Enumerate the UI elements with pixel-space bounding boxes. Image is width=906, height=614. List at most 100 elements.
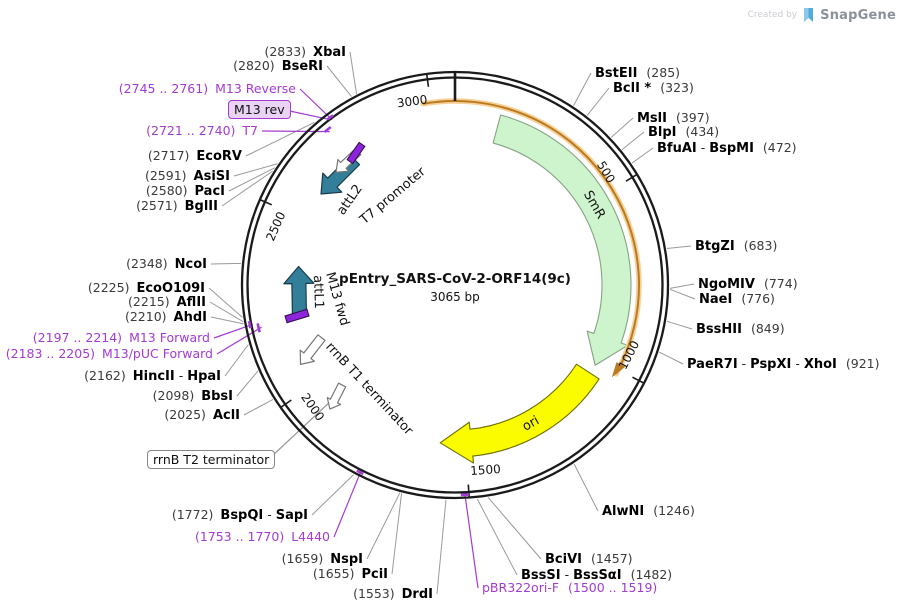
callout-line-BfuAI-BspMI [631, 147, 654, 164]
tick-label-2000: 2000 [298, 391, 327, 424]
restriction-site-label-AflII[interactable]: (2215)AflII [128, 294, 206, 310]
restriction-site-label-BclI-[interactable]: BclI *(323) [613, 80, 694, 96]
m13-fwd-bar[interactable] [284, 308, 310, 324]
callout-line-EcoRV [245, 121, 315, 157]
primer-site-tick-4[interactable] [356, 469, 364, 476]
rrnb-t1-terminator-arrow[interactable] [293, 332, 328, 370]
primer-site-tick-0[interactable] [326, 114, 334, 121]
restriction-site-label-NgoMIV[interactable]: NgoMIV(774) [698, 276, 798, 292]
restriction-site-label-PciI[interactable]: (1655)PciI [312, 566, 388, 582]
attL1-arrow[interactable] [283, 265, 315, 315]
primer-label-L4440[interactable]: (1753 .. 1770)L4440 [194, 529, 330, 544]
restriction-site-label-PacI[interactable]: (2580)PacI [145, 183, 225, 199]
tick-label-1500: 1500 [470, 462, 501, 478]
callout-line-BssSI-BssS-I [476, 498, 518, 576]
restriction-site-label-EcoRV[interactable]: (2717)EcoRV [147, 148, 242, 164]
tick-500 [625, 174, 637, 182]
callout-line-AclI [243, 398, 274, 416]
boxed-label-m13-rev[interactable]: M13 rev [228, 100, 291, 119]
callout-line-AflII [209, 301, 244, 323]
restriction-site-label-BtgZI[interactable]: BtgZI(683) [695, 238, 778, 254]
restriction-site-label-BglII[interactable]: (2571)BglII [136, 198, 218, 214]
plasmid-title-block: pEntry_SARS-CoV-2-ORF14(9c) 3065 bp [255, 271, 655, 304]
restriction-site-label-NcoI[interactable]: (2348)NcoI [126, 256, 207, 272]
callout-line-PacI [228, 167, 275, 192]
callout-line-NaeI [669, 288, 696, 300]
restriction-site-label-DrdI[interactable]: (1553)DrdI [353, 586, 433, 602]
primer-label-M13-Forward[interactable]: (2197 .. 2214)M13 Forward [32, 330, 210, 345]
snapgene-wordmark: SnapGene [820, 7, 896, 23]
primer-label-M13-Reverse[interactable]: (2745 .. 2761)M13 Reverse [118, 81, 296, 96]
tick-2500 [260, 199, 273, 206]
callout-line-DrdI [436, 499, 447, 595]
feature-label-T7-promoter: T7 promoter [357, 164, 430, 228]
feature-smr-arrow[interactable] [492, 114, 632, 366]
plasmid-size: 3065 bp [430, 290, 480, 304]
callout-line-BtgZI [666, 245, 692, 249]
callout-line-NcoI [210, 262, 242, 265]
restriction-site-label-BstEII[interactable]: BstEII(285) [595, 65, 681, 81]
callout-line-NspI [366, 492, 401, 560]
restriction-site-label-NspI[interactable]: (1659)NspI [281, 551, 363, 567]
restriction-site-label-AclI[interactable]: (2025)AclI [164, 407, 240, 423]
callout-line-BssHII [666, 320, 693, 330]
callout-line-BstEII [573, 72, 592, 106]
primer-label-pBR322ori-F[interactable]: pBR322ori-F(1500 .. 1519) [482, 580, 658, 595]
gene-arc-arrowhead [611, 362, 626, 378]
primer-site-tick-1[interactable] [323, 125, 332, 133]
restriction-site-label-PaeR7I-PspXI-XhoI[interactable]: PaeR7I - PspXI - XhoI(921) [687, 356, 880, 372]
gene-arc[interactable] [422, 100, 640, 375]
callout-line-HincII-HpaI [224, 344, 249, 377]
restriction-site-label-AhdI[interactable]: (2210)AhdI [124, 309, 207, 325]
tick-1000 [632, 376, 644, 384]
restriction-site-label-BciVI[interactable]: BciVI(1457) [545, 551, 633, 567]
primer-site-tick-3[interactable] [256, 323, 261, 333]
primer-callout-line-M13-pUC-Forward [216, 326, 262, 355]
restriction-site-label-NaeI[interactable]: NaeI(776) [699, 291, 775, 307]
restriction-site-label-MslI[interactable]: MslI(397) [637, 110, 710, 126]
callout-line-AsiSI [233, 163, 278, 177]
callout-line-rrnb-t2-terminator [270, 399, 333, 458]
restriction-site-label-AsiSI[interactable]: (2591)AsiSI [144, 168, 230, 184]
primer-label-M13-pUC-Forward[interactable]: (2183 .. 2205)M13/pUC Forward [5, 346, 213, 361]
callout-line-BbsI [236, 370, 259, 397]
primer-site-tick-2[interactable] [247, 320, 252, 329]
tick-1500 [467, 484, 470, 497]
feature-label-attL1: attL1 [310, 275, 326, 309]
primer-label-T7[interactable]: (2721 .. 2740)T7 [146, 123, 258, 138]
restriction-site-label-HincII-HpaI[interactable]: (2162)HincII - HpaI [84, 368, 221, 384]
callout-line-MslI [610, 117, 634, 138]
callout-line-BseRI [326, 65, 352, 97]
restriction-site-label-BbsI[interactable]: (2098)BbsI [152, 388, 233, 404]
primer-callout-line-L4440 [333, 469, 363, 538]
callout-line-AlwNI [573, 463, 599, 512]
restriction-site-label-AlwNI[interactable]: AlwNI(1246) [602, 503, 695, 519]
restriction-site-label-BssHII[interactable]: BssHII(849) [696, 321, 785, 337]
boxed-label-rrnb-t2-terminator[interactable]: rrnB T2 terminator [147, 450, 276, 469]
t7-promoter-bar[interactable] [346, 141, 366, 165]
snapgene-logo-icon [804, 8, 814, 22]
restriction-site-label-BfuAI-BspMI[interactable]: BfuAI - BspMI(472) [657, 140, 797, 156]
callout-line-NgoMIV [669, 283, 695, 289]
callout-line-PaeR7I-PspXI-XhoI [659, 351, 684, 365]
restriction-site-label-BspQI-SapI[interactable]: (1772)BspQI - SapI [171, 507, 308, 523]
plasmid-name: pEntry_SARS-CoV-2-ORF14(9c) [339, 271, 571, 287]
feature-ori-arrow[interactable] [439, 363, 600, 464]
callout-line-BglII [221, 170, 273, 207]
callout-line-AhdI [210, 316, 244, 325]
restriction-site-label-EcoO109I[interactable]: (2225)EcoO109I [87, 280, 205, 296]
tick-2000 [281, 399, 292, 408]
rrnb-t2-terminator-arrow[interactable] [323, 382, 349, 413]
callout-line-BclI- [586, 87, 610, 116]
feature-label-ori: ori [520, 413, 542, 434]
restriction-site-label-XbaI[interactable]: (2833)XbaI [264, 44, 346, 60]
callout-line-BlpI [621, 131, 645, 151]
restriction-site-label-BlpI[interactable]: BlpI(434) [648, 124, 720, 140]
tick-3000 [426, 74, 430, 87]
restriction-site-label-BseRI[interactable]: (2820)BseRI [233, 58, 323, 74]
primer-callout-line-T7 [261, 130, 330, 133]
restriction-site-label-BssSI-BssS-I[interactable]: BssSI - BssSαI(1482) [521, 567, 673, 583]
callout-line-EcoO109I [208, 287, 243, 318]
primer-callout-line-pBR322ori-F [463, 491, 479, 589]
